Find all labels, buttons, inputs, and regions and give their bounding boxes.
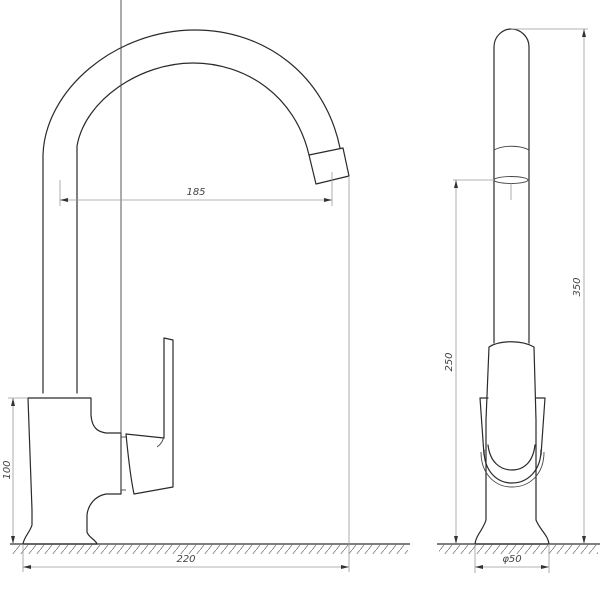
dimension-diameter-50: φ50 — [474, 544, 550, 573]
dimension-100: 100 — [2, 397, 28, 544]
dimension-label-185: 185 — [186, 187, 205, 198]
side-ground-line — [437, 543, 600, 554]
dimension-220: 220 — [22, 176, 350, 572]
dimension-350: 350 — [511, 28, 588, 544]
dimension-label-250: 250 — [444, 352, 455, 371]
side-spout-pipe — [493, 28, 530, 344]
side-faucet-body — [474, 341, 550, 545]
front-view: 185 220 100 — [2, 0, 410, 572]
front-ground-line — [10, 543, 410, 554]
dimension-250: 250 — [444, 179, 494, 544]
faucet-body — [22, 0, 126, 545]
dimension-label-diameter-50: φ50 — [502, 554, 521, 565]
spout — [42, 29, 350, 394]
side-view: 250 350 φ50 — [437, 28, 600, 573]
dimension-label-220: 220 — [176, 554, 195, 565]
dimension-label-350: 350 — [572, 277, 583, 296]
dimension-185: 185 — [59, 172, 333, 206]
dimension-label-100: 100 — [2, 460, 13, 479]
lever-handle — [125, 337, 174, 495]
